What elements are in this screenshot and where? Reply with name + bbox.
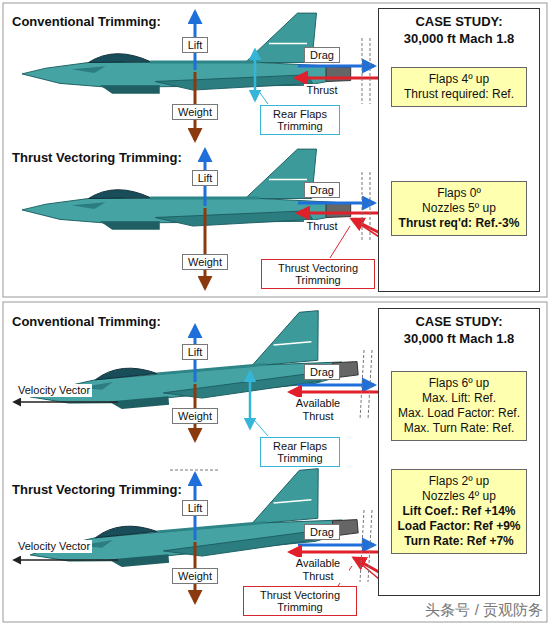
box-text: Thrust Vectoring Trimming: [266, 262, 370, 286]
box-text: Weight: [188, 256, 222, 268]
box-text: Max. Lift: Ref.: [396, 391, 522, 406]
result-box: Flaps 4º upThrust required: Ref.: [391, 67, 527, 107]
force-box: Lift: [182, 344, 209, 360]
thrust-arrow: [290, 551, 380, 554]
flap-trim-arrow: [254, 50, 257, 100]
reference-line: [362, 38, 363, 104]
box-text: Lift: [188, 346, 203, 358]
force-box: Weight: [182, 254, 228, 270]
case-study-heading: 30,000 ft Mach 1.8: [385, 330, 533, 347]
result-box: Flaps 6º upMax. Lift: Ref.Max. Load Fact…: [391, 371, 527, 441]
vector-label: Velocity Vector: [16, 540, 92, 553]
box-text: Flaps 0º: [396, 186, 522, 201]
force-box: Drag: [304, 524, 340, 540]
flap-trim-callout: Rear Flaps Trimming: [260, 437, 340, 467]
drag-arrow: [298, 384, 374, 387]
force-label: Available Thrust: [287, 397, 349, 423]
drag-arrow: [298, 544, 374, 547]
drag-arrow: [298, 65, 374, 68]
force-label: Available Thrust: [287, 557, 349, 583]
box-text: Max. Load Factor: Ref.: [396, 406, 522, 421]
drag-arrow: [298, 202, 374, 205]
thrust-vector-callout: Thrust Vectoring Trimming: [261, 259, 375, 289]
panel-heading: Conventional Trimming:: [10, 314, 163, 330]
panel-frame: [3, 302, 547, 622]
reference-line: [360, 350, 364, 420]
force-box: Weight: [172, 408, 218, 424]
force-box: Drag: [304, 182, 340, 198]
box-text: Lift: [198, 172, 213, 184]
force-box: Drag: [304, 47, 340, 63]
panel-heading: Thrust Vectoring Trimming:: [10, 482, 184, 498]
case-study-heading: 30,000 ft Mach 1.8: [385, 30, 533, 47]
case-study-panel: CASE STUDY:30,000 ft Mach 1.8Flaps 6º up…: [378, 308, 540, 596]
flap-trim-callout: Rear Flaps Trimming: [260, 105, 340, 135]
box-text: Flaps 4º up: [396, 72, 522, 87]
case-study-heading: CASE STUDY:: [385, 313, 533, 330]
case-study-panel: CASE STUDY:30,000 ft Mach 1.8Flaps 4º up…: [378, 8, 540, 292]
thrust-arrow: [296, 77, 380, 80]
result-box: Flaps 2º upNozzles 4º upLift Coef.: Ref …: [391, 469, 527, 554]
box-text: Drag: [310, 49, 334, 61]
box-text: Turn Rate: Ref +7%: [396, 534, 522, 549]
box-text: Nozzles 5º up: [396, 201, 522, 216]
box-text: Nozzles 4º up: [396, 489, 522, 504]
box-text: Drag: [310, 366, 334, 378]
result-box: Flaps 0ºNozzles 5º upThrust req'd: Ref.-…: [391, 181, 527, 236]
box-text: Lift: [188, 502, 203, 514]
box-text: Drag: [310, 184, 334, 196]
leader-line: [258, 90, 268, 104]
velocity-vector-arrow: [14, 559, 118, 561]
force-box: Lift: [182, 37, 209, 53]
vector-label: Velocity Vector: [16, 384, 92, 397]
thrust-arrow: [290, 391, 380, 394]
box-text: Weight: [178, 570, 212, 582]
case-study-heading: CASE STUDY:: [385, 13, 533, 30]
reference-line: [362, 172, 363, 240]
reference-line: [170, 470, 220, 471]
watermark: 头条号 / 贡观防务: [423, 603, 545, 616]
velocity-vector-arrow: [14, 401, 118, 403]
box-text: Lift: [188, 39, 203, 51]
box-text: Max. Turn Rate: Ref.: [396, 421, 522, 436]
force-box: Lift: [192, 170, 219, 186]
box-text: Flaps 2º up: [396, 474, 522, 489]
reference-line: [368, 510, 372, 582]
thrust-vector-callout: Thrust Vectoring Trimming: [243, 586, 357, 616]
box-text: Rear Flaps Trimming: [265, 440, 335, 464]
force-label: Thrust: [304, 220, 339, 233]
force-box: Lift: [182, 500, 209, 516]
panel-heading: Thrust Vectoring Trimming:: [10, 150, 184, 166]
box-text: Flaps 6º up: [396, 376, 522, 391]
force-box: Weight: [172, 104, 218, 120]
force-box: Drag: [304, 364, 340, 380]
box-text: Thrust req'd: Ref.-3%: [396, 216, 522, 231]
reference-line: [360, 510, 364, 582]
weight-arrow: [204, 208, 207, 288]
flap-trim-arrow: [249, 372, 252, 428]
force-box: Weight: [172, 568, 218, 584]
box-text: Drag: [310, 526, 334, 538]
reference-line: [370, 172, 371, 240]
panel-frame: [3, 3, 547, 297]
panel-heading: Conventional Trimming:: [10, 14, 163, 30]
box-text: Lift Coef.: Ref +14%: [396, 504, 522, 519]
leader-line: [254, 420, 268, 436]
box-text: Weight: [178, 410, 212, 422]
thrust-arrow: [298, 212, 382, 215]
box-text: Thrust Vectoring Trimming: [248, 589, 352, 613]
box-text: Rear Flaps Trimming: [265, 108, 335, 132]
reference-line: [370, 38, 371, 104]
box-text: Weight: [178, 106, 212, 118]
box-text: Load Factor: Ref +9%: [396, 519, 522, 534]
box-text: Thrust required: Ref.: [396, 87, 522, 102]
force-label: Thrust: [304, 84, 339, 97]
reference-line: [368, 350, 372, 420]
